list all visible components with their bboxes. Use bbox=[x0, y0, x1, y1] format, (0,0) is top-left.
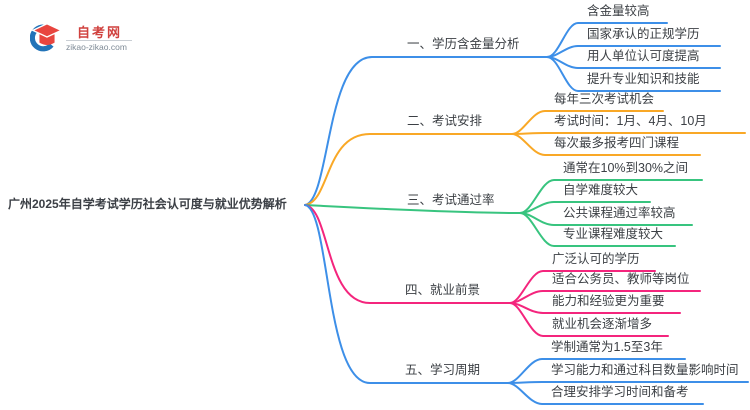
branch-2-leaf-3: 每次最多报考四门课程 bbox=[554, 136, 680, 150]
branch-3-child-4-line bbox=[519, 212, 676, 247]
branch-1-leaf-4: 提升专业知识和技能 bbox=[587, 72, 700, 86]
branch-2-label: 二、考试安排 bbox=[407, 114, 483, 128]
branch-2-child-2-line bbox=[511, 132, 746, 135]
graduation-cap-icon bbox=[30, 23, 63, 52]
branch-1-leaf-3: 用人单位认可度提高 bbox=[587, 49, 700, 63]
branch-3-leaf-4: 专业课程难度较大 bbox=[563, 227, 664, 241]
branch-2-line bbox=[304, 133, 513, 206]
branch-3-leaf-2: 自学难度较大 bbox=[563, 183, 639, 197]
branch-4-child-4-line bbox=[509, 302, 669, 337]
branch-1-label: 一、学历含金量分析 bbox=[407, 37, 520, 51]
branch-2-child-3-line bbox=[511, 133, 701, 156]
branch-5-child-3-line bbox=[507, 382, 704, 405]
branch-5-leaf-3: 合理安排学习时间和备考 bbox=[551, 385, 689, 399]
logo-divider bbox=[66, 40, 132, 41]
branch-5-leaf-1: 学制通常为1.5至3年 bbox=[551, 340, 663, 354]
branch-4-leaf-3: 能力和经验更为重要 bbox=[552, 294, 665, 308]
logo-site-name: 自考网 bbox=[77, 25, 123, 40]
branch-5-leaf-2: 学习能力和通过科目数量影响时间 bbox=[551, 363, 739, 377]
branch-3-leaf-1: 通常在10%到30%之间 bbox=[563, 161, 689, 175]
branch-4-leaf-4: 就业机会逐渐增多 bbox=[552, 317, 653, 331]
branch-1-child-4-line bbox=[546, 56, 721, 92]
site-logo: 自考网 zikao-zikao.com bbox=[28, 14, 140, 56]
logo-site-url: zikao-zikao.com bbox=[66, 42, 127, 52]
branch-3-leaf-3: 公共课程通过率较高 bbox=[563, 206, 676, 220]
central-topic: 广州2025年自学考试学历社会认可度与就业优势解析 bbox=[8, 197, 287, 211]
branch-4-label: 四、就业前景 bbox=[405, 283, 481, 297]
branch-5-child-2-line bbox=[507, 381, 749, 384]
branch-4-leaf-1: 广泛认可的学历 bbox=[552, 252, 640, 266]
branch-4-leaf-2: 适合公务员、教师等岗位 bbox=[552, 272, 690, 286]
branch-1-leaf-1: 含金量较高 bbox=[587, 4, 650, 18]
branch-3-label: 三、考试通过率 bbox=[407, 193, 495, 207]
branch-2-leaf-1: 每年三次考试机会 bbox=[554, 92, 655, 106]
branch-1-leaf-2: 国家承认的正规学历 bbox=[587, 27, 700, 41]
branch-3-line bbox=[304, 204, 521, 214]
branch-2-leaf-2: 考试时间：1月、4月、10月 bbox=[554, 114, 707, 128]
branch-5-label: 五、学习周期 bbox=[405, 363, 481, 377]
branch-5-line bbox=[304, 204, 509, 384]
branch-1-line bbox=[304, 56, 548, 206]
branch-4-line bbox=[304, 204, 511, 304]
